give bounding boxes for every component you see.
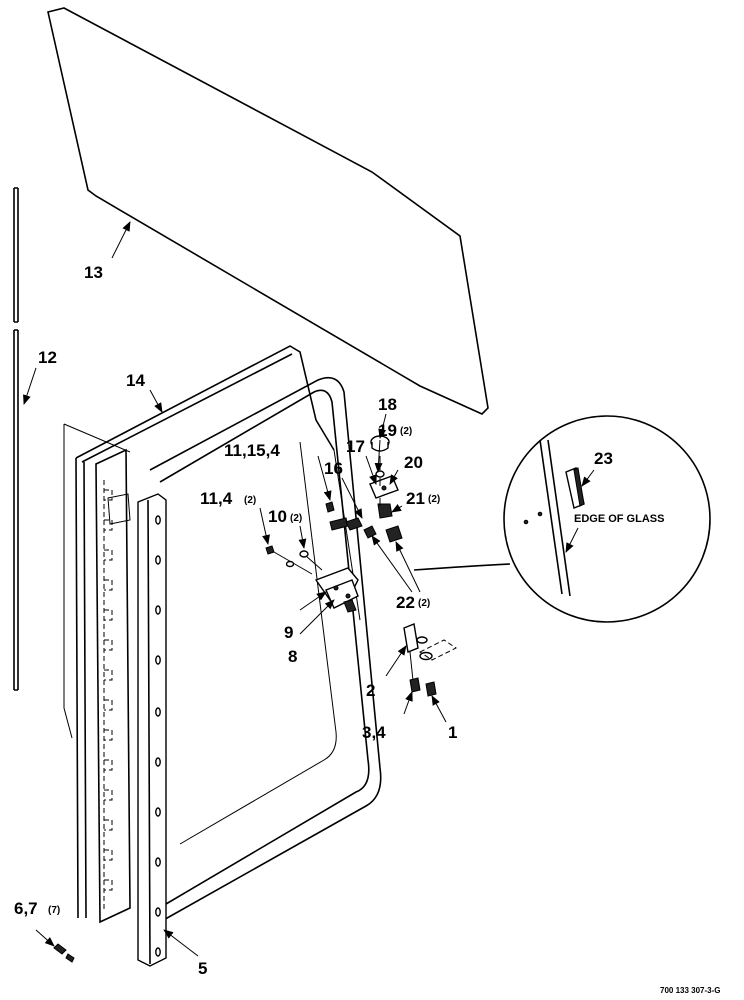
callout-20: 20 [404,453,423,472]
door-frame [75,345,382,923]
callout-10-qty: (2) [290,513,302,524]
callout-22-qty: (2) [418,598,430,609]
callout-12: 12 [38,348,57,367]
callout-6-7: 6,7 [14,899,38,918]
callout-9: 9 [284,623,293,642]
callout-11-4-qty: (2) [244,495,256,506]
callout-3-4: 3,4 [362,723,386,742]
hinge-strip-holes [155,515,161,957]
callout-21: 21 [406,489,425,508]
callout-13: 13 [84,263,103,282]
hinge-strip [137,493,167,967]
screw-6-7 [53,943,75,963]
glass-panel [47,7,489,415]
leader-arrows [23,221,595,957]
callout-8: 8 [288,647,297,666]
hinge-plate [95,448,131,924]
seal-strip [13,187,19,691]
upper-latch-assembly [345,435,403,543]
callout-14: 14 [126,371,145,390]
drawing-number: 700 133 307-3-G [660,986,721,995]
lower-latch-assembly [403,623,457,697]
callout-18: 18 [378,395,397,414]
callout-11-4: 11,4 [200,489,233,508]
callout-1: 1 [448,723,457,742]
callout-17: 17 [346,437,365,456]
callout-11-15-4: 11,15,4 [224,441,280,460]
callout-2: 2 [366,681,375,700]
callout-22: 22 [396,593,415,612]
callout-21-qty: (2) [428,494,440,505]
callout-5: 5 [198,959,207,978]
callout-6-7-qty: (7) [48,905,60,916]
callout-23: 23 [594,449,613,468]
callout-16: 16 [324,459,343,478]
detail-view [413,415,711,623]
callout-19: 19 [378,421,397,440]
detail-note-edge-of-glass: EDGE OF GLASS [574,513,664,525]
callout-19-qty: (2) [400,426,412,437]
rear-gasket-outline [63,423,131,739]
callout-10: 10 [268,507,287,526]
callout-labels: 13 12 14 11,15,4 11,4 (2) 10 (2) 9 8 16 … [14,263,721,995]
